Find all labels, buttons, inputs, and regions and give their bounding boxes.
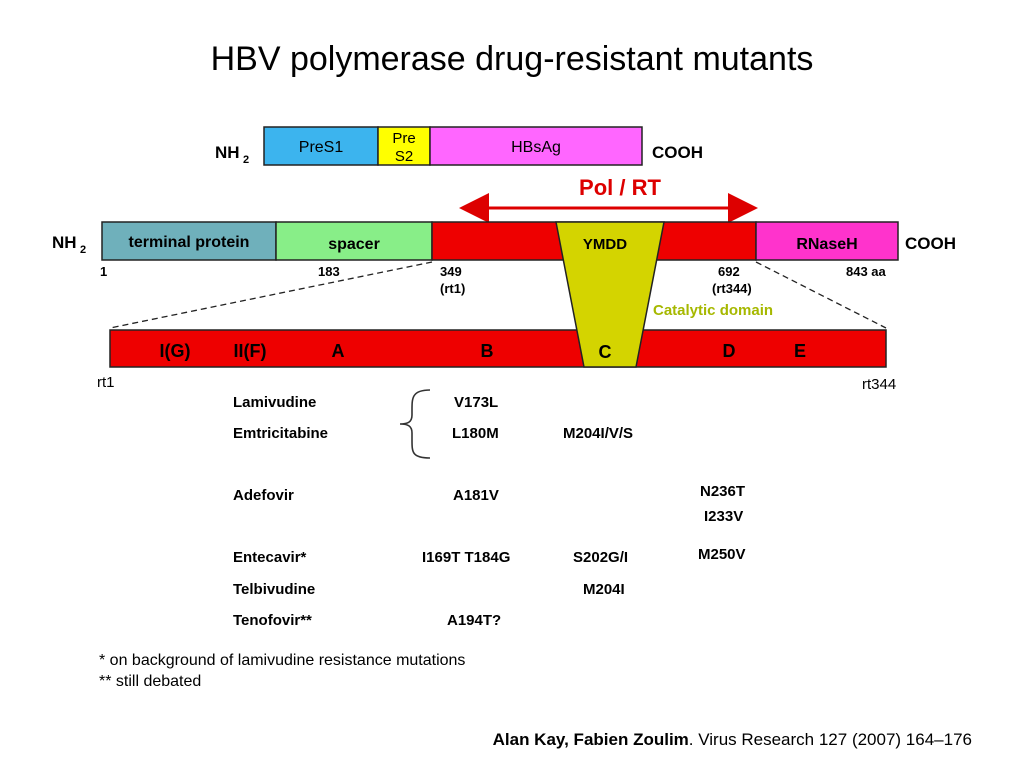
- drug-entecavir: Entecavir*: [233, 549, 307, 566]
- drug-tenofovir: Tenofovir**: [233, 612, 312, 629]
- envelope-n-sub: 2: [243, 154, 249, 166]
- ymdd-label: YMDD: [583, 236, 627, 253]
- hbsag-segment: [429, 126, 643, 166]
- pos-843: 843 aa: [846, 264, 887, 279]
- subdomain-IG: I(G): [160, 341, 191, 361]
- slide-title: HBV polymerase drug-resistant mutants: [210, 40, 814, 78]
- pos-183: 183: [318, 264, 340, 279]
- pol-n-sub: 2: [80, 244, 86, 256]
- subdomain-A: A: [332, 341, 345, 361]
- mut-i233v: I233V: [704, 508, 743, 525]
- catalytic-domain-label: Catalytic domain: [653, 302, 773, 319]
- mut-a181v: A181V: [453, 487, 499, 504]
- pres2-segment: [377, 126, 431, 166]
- pos-692: 692: [718, 264, 740, 279]
- pos-349-rt: (rt1): [440, 281, 465, 296]
- drug-adefovir: Adefovir: [233, 487, 294, 504]
- mut-v173l: V173L: [454, 394, 498, 411]
- footnote-1: * on background of lamivudine resistance…: [99, 652, 465, 669]
- footnote-2: ** still debated: [99, 673, 201, 690]
- mut-a194t: A194T?: [447, 612, 501, 629]
- mut-s202gi: S202G/I: [573, 549, 628, 566]
- projection-line-right: [755, 261, 887, 329]
- pres1-segment: [263, 126, 379, 166]
- ymdd-catalytic-trapezoid: [555, 221, 665, 368]
- pos-692-rt: (rt344): [712, 281, 752, 296]
- mut-i169t-t184g: I169T T184G: [422, 549, 510, 566]
- mut-m204i: M204I: [583, 581, 625, 598]
- drug-list: Lamivudine Emtricitabine Adefovir Enteca…: [233, 394, 328, 629]
- pres2-label-line1: Pre: [392, 130, 415, 147]
- mut-n236t: N236T: [700, 483, 745, 500]
- pol-n-label: NH: [52, 233, 77, 252]
- subdomain-D: D: [723, 341, 736, 361]
- drug-lamivudine: Lamivudine: [233, 394, 316, 411]
- pres2-label-line2: S2: [395, 148, 413, 165]
- subdomain-B: B: [481, 341, 494, 361]
- citation-source: . Virus Research 127 (2007) 164–176: [688, 730, 972, 749]
- pol-rt-label: Pol / RT: [579, 175, 661, 200]
- spacer-label: spacer: [328, 236, 380, 253]
- subdomain-E: E: [794, 341, 806, 361]
- mut-m250v: M250V: [698, 546, 746, 563]
- rt1-label: rt1: [97, 374, 115, 391]
- pos-349: 349: [440, 264, 462, 279]
- drug-emtricitabine: Emtricitabine: [233, 425, 328, 442]
- citation-authors: Alan Kay, Fabien Zoulim: [492, 730, 689, 749]
- mut-m204ivs: M204I/V/S: [563, 425, 633, 442]
- rnaseh-label: RNaseH: [796, 236, 857, 253]
- projection-line-left: [109, 261, 433, 329]
- rnaseh-segment: [755, 221, 899, 261]
- drug-telbivudine: Telbivudine: [233, 581, 315, 598]
- terminal-protein-label: terminal protein: [129, 234, 250, 251]
- pol-c-label: COOH: [905, 234, 956, 253]
- subdomain-C: C: [599, 342, 612, 362]
- lamivudine-emtricitabine-brace: [399, 389, 431, 459]
- polymerase-bar: NH 2 terminal protein spacer RNaseH COOH: [52, 221, 956, 261]
- subdomain-IIF: II(F): [234, 341, 267, 361]
- pos-1: 1: [100, 264, 107, 279]
- envelope-c-label: COOH: [652, 143, 703, 162]
- terminal-protein-segment: [101, 221, 277, 261]
- rt344-label: rt344: [862, 376, 896, 393]
- hbsag-label: HBsAg: [511, 139, 561, 156]
- envelope-bar: NH 2 PreS1 Pre S2 HBsAg COOH: [215, 126, 703, 166]
- mutation-list: V173L L180M M204I/V/S A181V N236T I233V …: [422, 394, 746, 629]
- citation: Alan Kay, Fabien Zoulim. Virus Research …: [493, 730, 972, 750]
- envelope-n-label: NH: [215, 143, 240, 162]
- mut-l180m: L180M: [452, 425, 499, 442]
- pres1-label: PreS1: [299, 139, 344, 156]
- rt-domain-bar: [109, 329, 887, 368]
